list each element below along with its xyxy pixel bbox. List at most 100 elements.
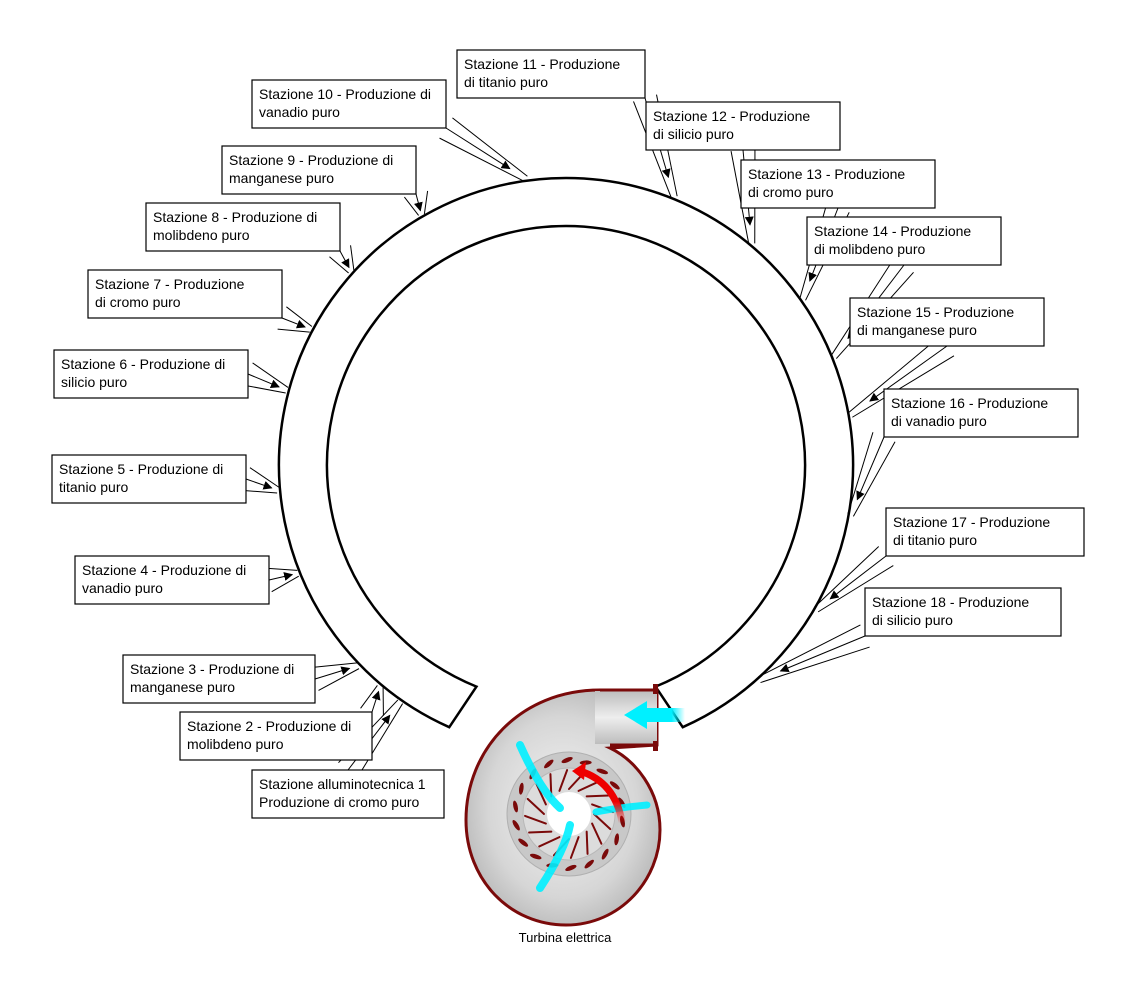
diffuser-vane — [518, 838, 529, 847]
callout-leader-line — [760, 646, 870, 684]
impeller-blade — [538, 836, 561, 848]
turbine-flange-bottom — [653, 741, 658, 751]
callout-box — [179, 711, 373, 761]
ring-outline — [277, 176, 855, 729]
callout-text-line: Stazione 8 - Produzione di — [153, 209, 317, 225]
callout-text-line: Stazione 15 - Produzione — [857, 304, 1014, 320]
callout-box — [145, 202, 341, 252]
callout-text-line: Stazione 12 - Produzione — [653, 108, 810, 124]
impeller-blade — [577, 780, 600, 792]
callout-leader-line — [277, 328, 310, 333]
callout-arrow — [371, 690, 381, 713]
callout-box — [51, 454, 247, 504]
callout-box — [864, 587, 1062, 637]
callout-text-line: di titanio puro — [893, 532, 977, 548]
callout-text-line: molibdeno puro — [187, 736, 284, 752]
callout-arrow — [339, 250, 350, 269]
impeller-blade — [591, 822, 603, 845]
turbine-flange-top — [653, 684, 658, 694]
callout-leader-line — [404, 196, 419, 216]
callout-text-line: Stazione 16 - Produzione — [891, 395, 1048, 411]
callout-arrow — [245, 478, 273, 490]
callout-leader-line — [252, 362, 289, 388]
callout-text-line: manganese puro — [130, 679, 235, 695]
impeller-blade — [593, 813, 612, 831]
diffuser-vane — [609, 781, 620, 790]
callout-box — [251, 79, 447, 129]
ring-conduit — [277, 176, 855, 729]
diffuser-vane — [518, 782, 524, 795]
callout-text-line: Stazione 6 - Produzione di — [61, 356, 225, 372]
callout-text-line: Stazione 10 - Produzione di — [259, 86, 431, 102]
callout-text-line: Stazione alluminotecnica 1 — [259, 776, 426, 792]
station-callout-10: Stazione 10 - Produzione di vanadio puro — [251, 79, 528, 182]
callout-text-line: Stazione 9 - Produzione di — [229, 152, 393, 168]
callout-leader-line — [817, 565, 894, 613]
diffuser-vane — [530, 853, 542, 860]
callout-text-line: vanadio puro — [82, 580, 163, 596]
callout-text-line: Produzione di cromo puro — [259, 794, 420, 810]
callout-text-line: di molibdeno puro — [814, 241, 926, 257]
callout-leader-line — [730, 151, 750, 244]
impeller-blade — [585, 794, 610, 798]
callout-box — [456, 49, 646, 99]
callout-leader-line — [249, 467, 280, 488]
callout-arrow — [247, 373, 280, 388]
callout-text-line: manganese puro — [229, 170, 334, 186]
callout-text-line: Stazione 18 - Produzione — [872, 594, 1029, 610]
callout-arrow — [445, 127, 511, 170]
flow-out-arrow — [578, 767, 626, 823]
callout-leader-line — [243, 384, 286, 394]
flow-in-arrow-2 — [536, 821, 574, 892]
callout-arrow — [314, 666, 351, 680]
callout-text-line: molibdeno puro — [153, 227, 250, 243]
callout-arrow — [268, 572, 294, 581]
diffuser-vane — [601, 848, 609, 860]
callout-leader-line — [758, 624, 861, 678]
callout-text-line: vanadio puro — [259, 104, 340, 120]
callout-arrow — [413, 193, 423, 212]
callout-leader-line — [452, 117, 528, 177]
callout-text-line: Stazione 17 - Produzione — [893, 514, 1050, 530]
callout-text-line: silicio puro — [61, 374, 127, 390]
flow-in-arrow-1 — [516, 741, 564, 812]
callout-leader-line — [286, 306, 313, 327]
callout-box — [645, 101, 841, 151]
callout-box — [883, 388, 1079, 438]
callout-box — [221, 145, 417, 195]
diffuser-vane — [584, 859, 594, 869]
turbine-label: Turbina elettrica — [519, 930, 612, 945]
diffuser-vane — [512, 820, 520, 831]
callout-leader-line — [847, 432, 874, 515]
callout-text-line: Stazione 2 - Produzione di — [187, 718, 351, 734]
impeller-blade — [528, 830, 553, 834]
callout-leader-line — [439, 137, 525, 182]
callout-box — [122, 654, 316, 704]
station-callout-8: Stazione 8 - Produzione di molibdeno puro — [145, 202, 355, 274]
diffuser-vane — [596, 768, 608, 775]
callout-leader-line — [350, 245, 355, 271]
callout-leader-line — [242, 489, 278, 494]
callout-text-line: Stazione 13 - Produzione — [748, 166, 905, 182]
callout-text-line: di cromo puro — [748, 184, 834, 200]
impeller-blade — [524, 814, 547, 825]
callout-arrow — [829, 555, 887, 600]
callout-text-line: di manganese puro — [857, 322, 977, 338]
station-callout-9: Stazione 9 - Produzione di manganese puro — [221, 145, 429, 216]
callout-box — [251, 769, 445, 819]
station-callout-6: Stazione 6 - Produzione di silicio puro — [53, 349, 289, 399]
callout-box — [74, 555, 270, 605]
station-callouts: Stazione alluminotecnica 1 Produzione di … — [51, 49, 1085, 819]
callout-leader-line — [423, 190, 429, 215]
callout-text-line: di silicio puro — [653, 126, 734, 142]
impeller-blade — [569, 836, 580, 859]
